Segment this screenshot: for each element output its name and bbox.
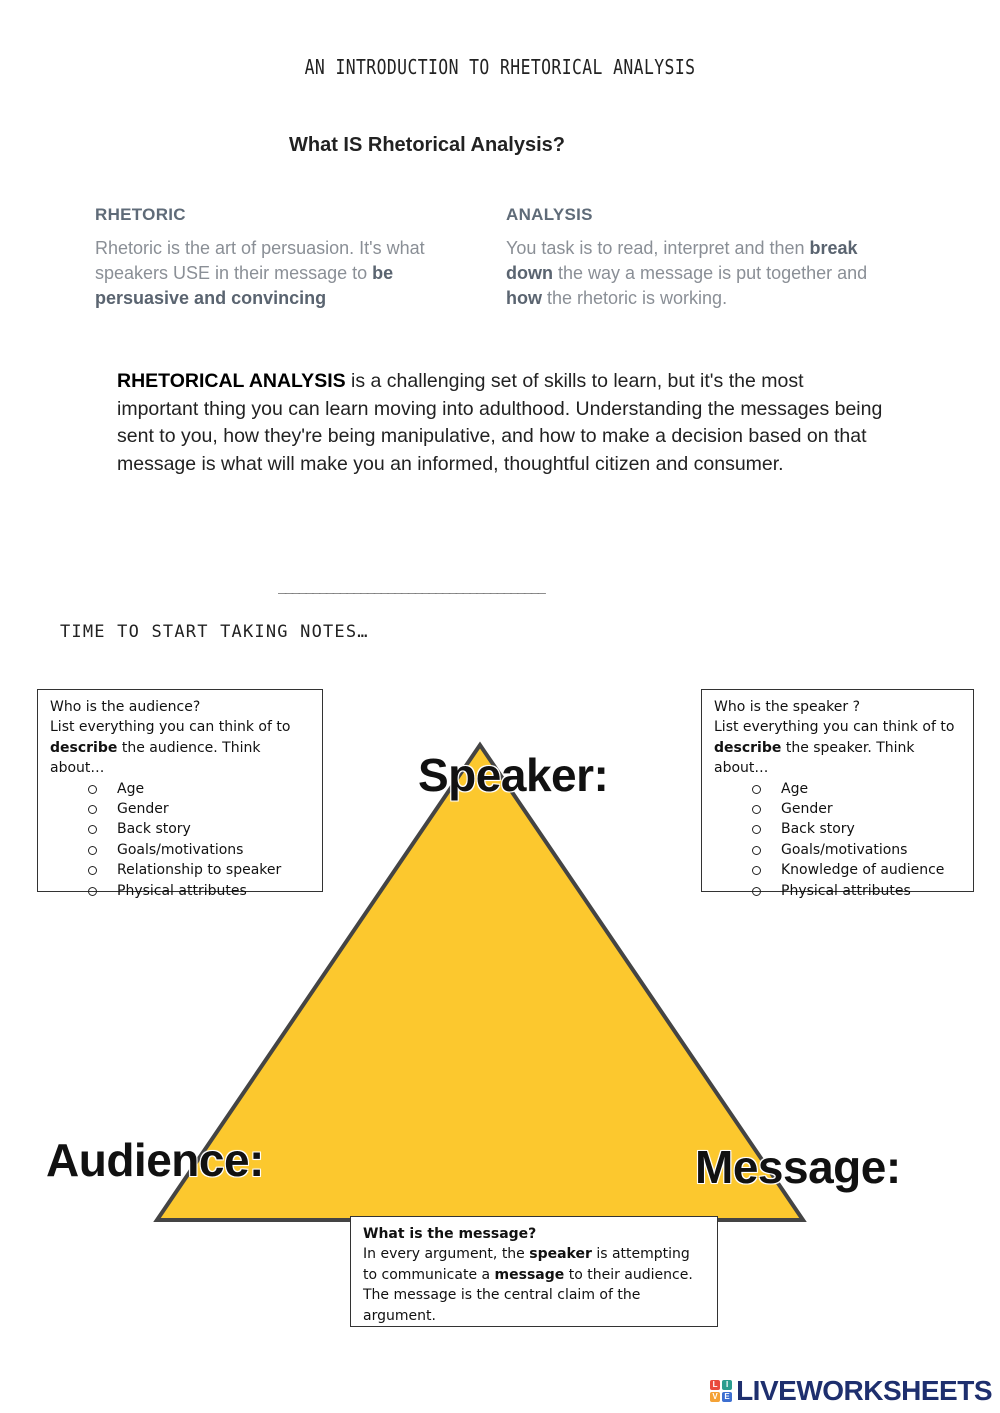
message-text-3: to their audience.: [564, 1266, 693, 1283]
message-text-1: In every argument, the: [363, 1246, 530, 1263]
rhetoric-definition: Rhetoric is the art of persuasion. It's …: [95, 236, 435, 311]
rhetoric-bold-text: be persuasive and convincing: [95, 263, 394, 308]
logo-letter: L: [710, 1380, 721, 1390]
audience-box-question: Who is the audience?: [50, 699, 201, 715]
audience-box-think: the audience. Think about…: [50, 739, 261, 777]
divider-line: _______________________________________: [278, 578, 546, 594]
message-text-2: is attempting to communicate a: [363, 1246, 690, 1283]
list-item: Age: [88, 779, 310, 799]
list-item: Goals/motivations: [752, 840, 961, 860]
analysis-text-3: the rhetoric is working.: [542, 288, 728, 308]
speaker-box-instruction-2: describe the speaker. Think about…: [714, 738, 961, 779]
list-item: Back story: [88, 819, 310, 839]
list-item: Age: [752, 779, 961, 799]
audience-box-instruction: List everything you can think of to: [50, 719, 291, 736]
speaker-box-think: the speaker. Think about…: [714, 739, 915, 777]
notes-heading: TIME TO START TAKING NOTES…: [60, 622, 369, 642]
speaker-box-instruction: List everything you can think of to: [714, 719, 955, 736]
list-item: Gender: [88, 799, 310, 819]
rhetoric-text: Rhetoric is the art of persuasion. It's …: [95, 238, 425, 283]
list-item: Knowledge of audience: [752, 860, 961, 880]
speaker-list: Age Gender Back story Goals/motivations …: [714, 779, 961, 901]
list-item: Gender: [752, 799, 961, 819]
speaker-label: Speaker:: [418, 749, 609, 801]
speaker-box-bold: describe: [714, 739, 782, 756]
message-box-title: What is the message?: [363, 1226, 537, 1242]
audience-box-bold: describe: [50, 739, 118, 756]
intro-paragraph: RHETORICAL ANALYSIS is a challenging set…: [117, 368, 887, 478]
speaker-box-question: Who is the speaker ?: [714, 699, 861, 715]
liveworksheets-logo[interactable]: L I V E LIVEWORKSHEETS: [710, 1375, 992, 1407]
logo-mark-icon: L I V E: [710, 1380, 733, 1402]
logo-letter: E: [722, 1392, 733, 1402]
list-item: Relationship to speaker: [88, 860, 310, 880]
audience-label: Audience:: [46, 1134, 264, 1186]
message-box-text: In every argument, the speaker is attemp…: [363, 1244, 705, 1285]
list-item: Physical attributes: [752, 881, 961, 901]
message-bold-1: speaker: [529, 1246, 592, 1263]
analysis-bold-2: how: [506, 288, 542, 308]
intro-text: is a challenging set of skills to learn,…: [117, 370, 883, 475]
message-bold-2: message: [494, 1266, 565, 1283]
logo-text: LIVEWORKSHEETS: [736, 1375, 992, 1406]
document-title: AN INTRODUCTION TO RHETORICAL ANALYSIS: [304, 55, 696, 79]
analysis-definition: You task is to read, interpret and then …: [506, 236, 886, 311]
list-item: Back story: [752, 819, 961, 839]
analysis-bold-1: break down: [506, 238, 858, 283]
analysis-text-2: the way a message is put together and: [553, 263, 868, 283]
message-label: Message:: [695, 1141, 901, 1193]
intro-bold: RHETORICAL ANALYSIS: [117, 370, 346, 392]
audience-box: Who is the audience? List everything you…: [37, 689, 323, 899]
question-heading: What IS Rhetorical Analysis?: [289, 134, 565, 156]
analysis-heading: ANALYSIS: [506, 205, 593, 224]
speaker-box: Who is the speaker ? List everything you…: [701, 689, 974, 899]
list-item: Physical attributes: [88, 881, 310, 901]
audience-list: Age Gender Back story Goals/motivations …: [50, 779, 310, 901]
message-box-claim: The message is the central claim of the …: [363, 1287, 641, 1324]
logo-letter: I: [722, 1380, 733, 1390]
rhetoric-heading: RHETORIC: [95, 205, 186, 224]
logo-letter: V: [710, 1392, 721, 1402]
audience-box-instruction-2: describe the audience. Think about…: [50, 738, 310, 779]
analysis-text-1: You task is to read, interpret and then: [506, 238, 810, 258]
list-item: Goals/motivations: [88, 840, 310, 860]
message-box: What is the message? In every argument, …: [350, 1216, 718, 1327]
